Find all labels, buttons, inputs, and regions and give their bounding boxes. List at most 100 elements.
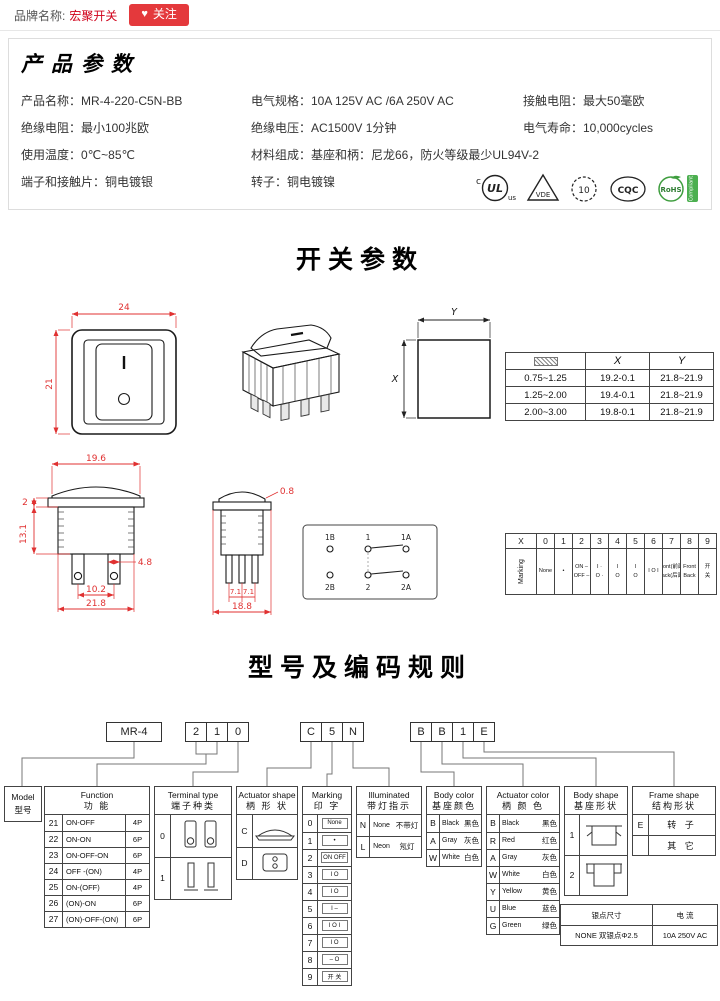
- marking-row: 8 – O: [303, 950, 351, 968]
- marking-row: 1 •: [303, 831, 351, 849]
- terminal-row: 0: [155, 814, 231, 857]
- rocker-shape-d-icon: [262, 853, 288, 872]
- spec-item: 绝缘电阻：最小100兆欧: [21, 121, 150, 135]
- code-box: B: [410, 722, 432, 742]
- enec-certification-icon: 10: [571, 176, 597, 202]
- svg-text:VDE: VDE: [536, 191, 551, 199]
- marking-digit-header: 9: [699, 534, 717, 549]
- marking-symbol: 开 关: [321, 971, 348, 983]
- function-row: 25 ON-(OFF) 4P: [45, 878, 149, 895]
- marking-digit-header: 0: [537, 534, 555, 549]
- actuator-color-row: R Red 红色: [487, 831, 559, 849]
- model-table: Model 型号: [4, 786, 42, 822]
- marking-symbol-cell: I O: [627, 549, 645, 595]
- xy-row: 0.75~1.25 19.2-0.1 21.8~21.9: [506, 370, 714, 387]
- perspective-view-drawing: [241, 324, 341, 422]
- terminal-label: 1B: [325, 533, 335, 542]
- marking-row: 3 I O: [303, 865, 351, 883]
- code-box: B: [431, 722, 453, 742]
- xy-header-y: Y: [650, 353, 714, 370]
- code-box: 2: [185, 722, 207, 742]
- marking-digit-header: 7: [663, 534, 681, 549]
- marking-row-label: Marking: [517, 559, 525, 584]
- follow-label: 关注: [152, 7, 177, 22]
- spec-item: 电气规格：10A 125V AC /6A 250V AC: [251, 94, 454, 108]
- body-shape-2-icon: [585, 863, 622, 887]
- marking-symbol: I –: [321, 903, 348, 915]
- cqc-certification-icon: CQC: [610, 176, 646, 202]
- xy-row: 2.00~3.00 19.8-0.1 21.8~21.9: [506, 404, 714, 421]
- illuminated-row: L Neon 氖灯: [357, 835, 421, 857]
- xy-header-x: X: [586, 353, 650, 370]
- code-box: E: [473, 722, 495, 742]
- marking-symbol: I O I: [321, 920, 348, 932]
- svg-text:RoHS: RoHS: [660, 186, 681, 194]
- xy-row: 1.25~2.00 19.4-0.1 21.8~21.9: [506, 387, 714, 404]
- code-box: 0: [227, 722, 249, 742]
- heart-icon: ♥: [141, 7, 148, 20]
- code-box: 5: [321, 722, 343, 742]
- svg-text:2: 2: [22, 498, 28, 508]
- marking-symbol: ON OFF: [321, 852, 348, 864]
- svg-text:4.8: 4.8: [138, 558, 153, 568]
- marking-symbol: – O: [321, 954, 348, 966]
- actuator-color-row: G Green 绿色: [487, 916, 559, 934]
- marking-symbol-cell: Front Back: [681, 549, 699, 595]
- body-shape-row: 2: [565, 854, 627, 895]
- svg-text:10: 10: [578, 186, 590, 196]
- pcb-terminal-icon: [184, 862, 218, 891]
- marking-symbol: I O: [321, 937, 348, 949]
- brand-name-link[interactable]: 宏聚开关: [69, 8, 118, 23]
- terminal-label: 2A: [401, 583, 412, 592]
- code-box: C: [300, 722, 322, 742]
- spec-item: 产品名称：MR-4-220-C5N-BB: [21, 94, 183, 108]
- actuator-shape-row: C: [237, 814, 297, 847]
- marking-symbol: I O: [321, 886, 348, 898]
- silver-contact-table: 银点尺寸 电 流 NONE 双银点Φ2.5 10A 250V AC: [560, 904, 718, 946]
- terminal-label: 1A: [401, 533, 412, 542]
- dim-width-label: 24: [118, 303, 130, 313]
- body-color-row: A Gray 灰色: [427, 831, 481, 849]
- terminal-label: 1: [366, 533, 371, 542]
- rocker-off-mark: [117, 392, 131, 406]
- marking-symbol-cell: None: [537, 549, 555, 595]
- actuator-color-row: A Gray 灰色: [487, 848, 559, 866]
- dim-height-label: 21: [45, 378, 55, 389]
- svg-text:13.1: 13.1: [19, 524, 29, 544]
- marking-corner-header: X: [506, 534, 537, 549]
- marking-row: 9 开 关: [303, 967, 351, 985]
- function-row: 21 ON-OFF 4P: [45, 814, 149, 831]
- spec-item: 电气寿命：10,000cycles: [523, 121, 654, 135]
- follow-button[interactable]: ♥ 关注: [129, 4, 189, 26]
- terminal-row: 1: [155, 856, 231, 899]
- actuator-color-row: W White 白色: [487, 865, 559, 883]
- ul-certification-icon: c UL us: [476, 174, 516, 202]
- svg-text:7.1: 7.1: [243, 588, 254, 596]
- function-row: 27 (ON)-OFF-(ON) 6P: [45, 910, 149, 927]
- actuator-color-row: Y Yellow 黄色: [487, 882, 559, 900]
- marking-digit-header: 4: [609, 534, 627, 549]
- marking-digit-header: 2: [573, 534, 591, 549]
- panel-thickness-icon: [533, 356, 558, 366]
- body-shape-1-icon: [585, 825, 622, 846]
- function-row: 23 ON-OFF-ON 6P: [45, 846, 149, 863]
- marking-symbol: •: [321, 835, 348, 847]
- code-box: N: [342, 722, 364, 742]
- rocker-shape-c-icon: [255, 829, 295, 841]
- marking-digit-header: 8: [681, 534, 699, 549]
- marking-row: 4 I O: [303, 882, 351, 900]
- marking-digit-header: 3: [591, 534, 609, 549]
- brand-label: 品牌名称:: [14, 8, 66, 23]
- marking-symbol-cell: ON – OFF –: [573, 549, 591, 595]
